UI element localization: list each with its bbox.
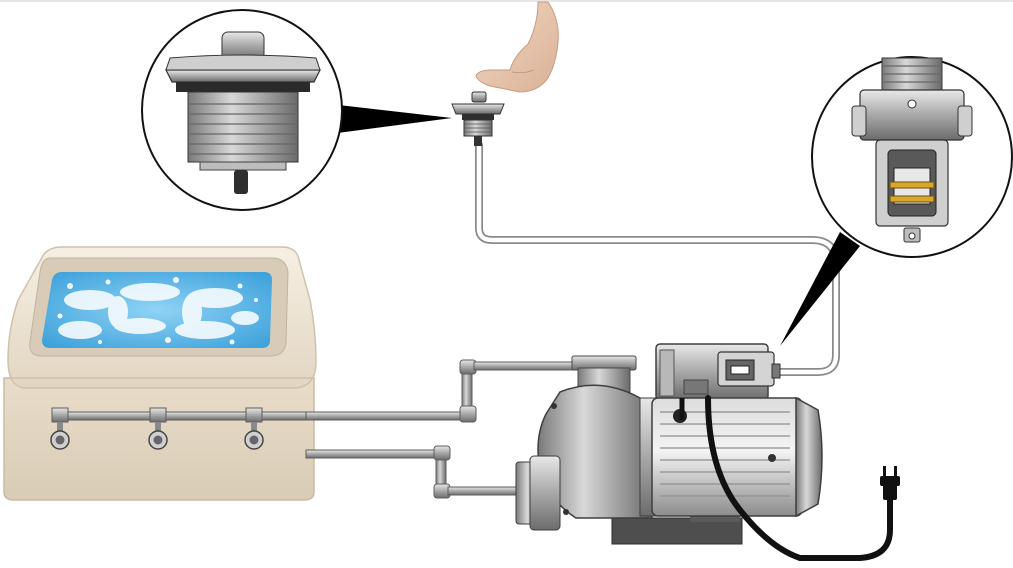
- jet: [148, 407, 168, 450]
- suction-pipe: [305, 445, 519, 499]
- power-plug: [880, 466, 900, 500]
- spa-tub: [3, 246, 317, 501]
- air-switch: [717, 351, 781, 387]
- return-pipe: [305, 359, 575, 423]
- air-tube: [475, 141, 840, 376]
- motor: [651, 343, 823, 518]
- jet: [244, 407, 264, 450]
- air-button: [451, 91, 505, 146]
- jet: [50, 407, 70, 450]
- power-cord: [679, 395, 893, 561]
- tub-jets: [50, 407, 264, 450]
- button-detail-callout: [141, 9, 452, 211]
- switch-detail-callout: [780, 56, 1013, 346]
- hand-icon: [475, 1, 559, 93]
